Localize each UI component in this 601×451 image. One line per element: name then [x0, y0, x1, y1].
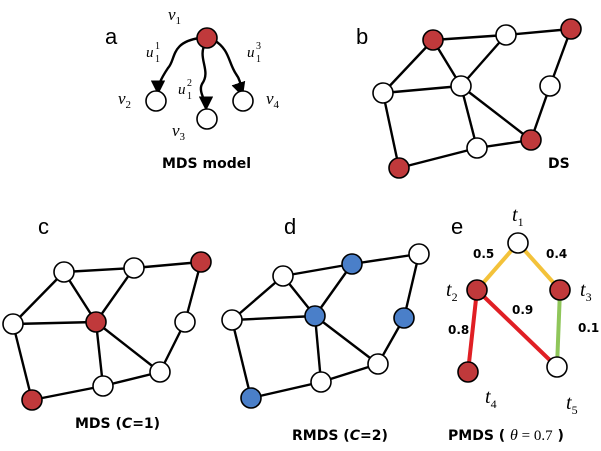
graph-c-node-3: [190, 251, 212, 273]
node-t4: [457, 361, 479, 383]
graph-b-node-7: [388, 157, 410, 179]
arrow-u1-1: [150, 36, 201, 95]
graph-c-node-5: [85, 311, 107, 333]
panel-e: e t1 t2 t3 t4 t5 0.5 0.4 0.9 0.8 0.1 PMD…: [446, 204, 599, 444]
graph-c-node-1: [53, 261, 75, 283]
graph-c-node-4: [2, 313, 24, 335]
label-v4: v4: [266, 89, 280, 111]
graph-d-node-4: [221, 309, 243, 331]
graph-d-node-9: [367, 353, 389, 375]
node-v4: [232, 90, 254, 112]
arrow-u1-2: [198, 41, 214, 111]
label-t4: t4: [485, 386, 497, 411]
node-t5: [546, 356, 568, 378]
edge-t3-t5: [555, 289, 562, 368]
graph-d-node-5: [304, 305, 326, 327]
node-t2: [466, 279, 488, 301]
svg-text:u: u: [178, 82, 186, 98]
svg-text:u: u: [146, 45, 154, 61]
caption-e: PMDS ( θ = 0.7 ): [448, 427, 564, 444]
node-t1: [507, 232, 529, 254]
panel-a: a v1 v2 v3 v4 u 1 1 u 2 1 u 3 1 MDS mode…: [105, 5, 280, 172]
graph-c-node-8: [92, 375, 114, 397]
panel-e-label: e: [451, 214, 463, 239]
panel-d: d RMDS (C=2): [221, 214, 430, 444]
label-t3: t3: [580, 279, 592, 304]
svg-text:1: 1: [155, 54, 160, 65]
graph-b-node-6: [539, 75, 561, 97]
arrow-u1-3: [213, 38, 246, 97]
graph-d-nodes: [221, 243, 430, 409]
graph-c-nodes: [2, 251, 212, 411]
node-t3: [549, 279, 571, 301]
edge-t2-t4: [466, 289, 479, 373]
caption-c: MDS (C=1): [75, 416, 160, 432]
label-u1-2: u 2 1: [178, 78, 192, 102]
graph-b-node-4: [372, 82, 394, 104]
label-t5: t5: [566, 392, 578, 417]
panel-c-label: c: [38, 214, 49, 239]
caption-a: MDS model: [162, 156, 251, 172]
weight-t2-t5: 0.9: [512, 303, 533, 317]
graph-c-node-7: [21, 389, 43, 411]
graph-d-node-1: [272, 265, 294, 287]
graph-b-node-8: [466, 137, 488, 159]
edge-t2-t5: [475, 288, 559, 369]
svg-text:u: u: [247, 45, 255, 61]
caption-b: DS: [548, 156, 570, 172]
weight-t1-t3: 0.4: [546, 247, 567, 261]
label-u1-1: u 1 1: [146, 41, 160, 65]
graph-c-node-6: [174, 311, 196, 333]
panel-d-label: d: [284, 214, 296, 239]
svg-text:1: 1: [187, 91, 192, 102]
graph-c-node-2: [123, 257, 145, 279]
svg-text:1: 1: [155, 41, 160, 52]
label-t2: t2: [446, 279, 458, 304]
label-t1: t1: [512, 204, 524, 229]
graph-b-node-9: [520, 129, 542, 151]
node-v2: [145, 90, 167, 112]
graph-d-node-2: [341, 253, 363, 275]
graph-d-node-8: [310, 371, 332, 393]
graph-d-node-6: [393, 307, 415, 329]
svg-text:2: 2: [187, 78, 192, 89]
panel-c: c MDS (C=1): [2, 214, 212, 432]
label-v3: v3: [172, 121, 186, 143]
graph-d-node-7: [240, 387, 262, 409]
panel-b-label: b: [356, 24, 368, 49]
graph-b-nodes: [372, 18, 582, 179]
node-v1: [196, 27, 218, 49]
graph-b-node-1: [422, 29, 444, 51]
weight-t3-t5: 0.1: [578, 321, 599, 335]
svg-text:1: 1: [256, 54, 261, 65]
weight-t1-t2: 0.5: [473, 247, 494, 261]
graph-d-node-3: [408, 243, 430, 265]
panel-a-label: a: [105, 24, 118, 49]
graph-c-node-9: [149, 361, 171, 383]
label-v2: v2: [118, 89, 131, 111]
graph-b-node-3: [560, 18, 582, 40]
graph-b-node-2: [495, 24, 517, 46]
weight-t2-t4: 0.8: [448, 323, 469, 337]
graph-b-node-5: [450, 75, 472, 97]
panel-b: b DS: [356, 18, 582, 179]
label-v1: v1: [168, 5, 181, 27]
svg-text:3: 3: [256, 41, 261, 52]
caption-d: RMDS (C=2): [292, 428, 388, 444]
node-v3: [196, 108, 218, 130]
label-u1-3: u 3 1: [247, 41, 261, 65]
